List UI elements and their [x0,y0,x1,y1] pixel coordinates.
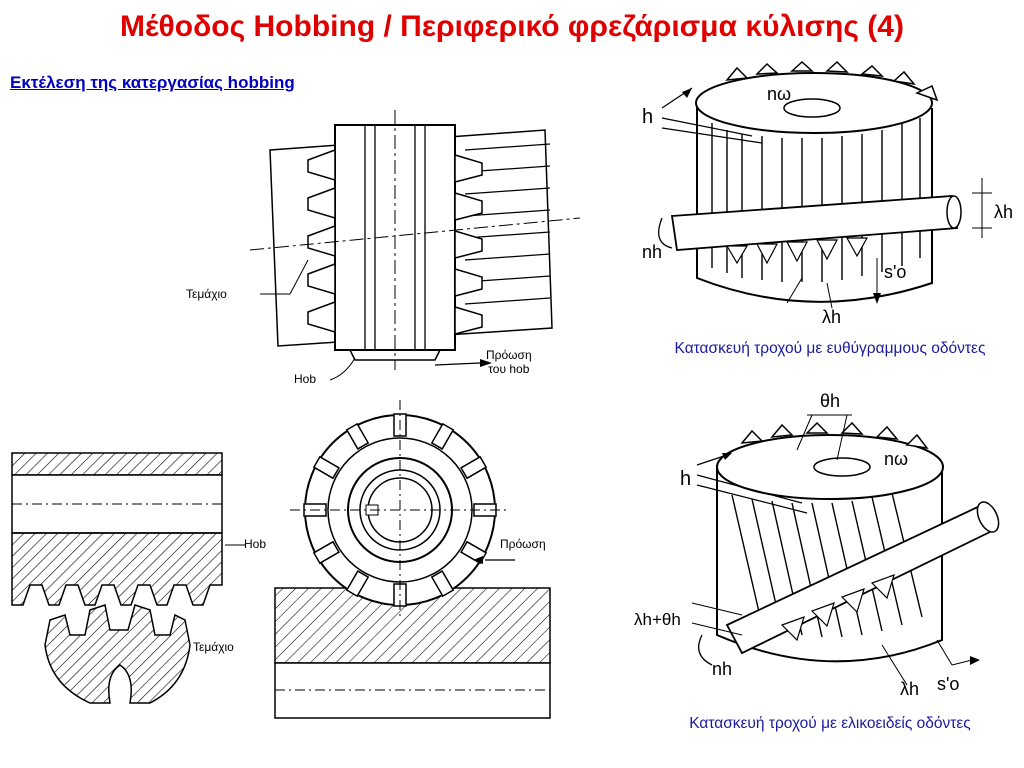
hob-workpiece-top-view [249,110,581,381]
sym-lambda-right-top: λh [994,202,1013,222]
label-hob-top: Hob [294,372,317,386]
sym-nh-top: nh [642,242,662,262]
slide-title: Μέθοδος Hobbing / Περιφερικό φρεζάρισμα … [120,10,904,43]
gear-tooth-notch [345,570,370,598]
slide-subtitle: Εκτέλεση της κατεργασίας hobbing [10,73,295,92]
gear-tooth-notch [312,540,340,565]
sym-n-omega-top: nω [767,84,791,104]
gear-tooth-notch [345,422,370,450]
label-feed-line1: Πρόωση [486,348,532,362]
label-workpiece-side: Τεμάχιο [193,640,234,654]
hob-disc-front-view [274,400,551,719]
sym-theta-h: θh [820,391,840,411]
label-feed-top: Πρόωση του hob [486,348,532,376]
label-hob-side: Hob [244,537,267,551]
gear-tooth-notch [312,455,340,480]
gear-tooth-notch [460,455,488,480]
sym-so-bottom: s'o [937,674,959,694]
sym-h-top: h [642,106,653,128]
sym-lambda-bottom-top: λh [822,307,841,327]
gear-tooth-notch [430,570,455,598]
sym-n-omega-bottom: nω [884,449,908,469]
sym-so-top: s'o [884,262,906,282]
sym-h-bottom: h [680,468,691,490]
label-feed-line2: του hob [488,362,530,376]
straight-gear-hobbing-diagram: nω h nh λh s'o λh [642,60,1013,327]
helical-gear-hobbing-diagram: θh nω h λh+θh nh λh s'o [634,391,1000,699]
sym-nh-bottom: nh [712,659,732,679]
caption-straight-gear: Κατασκευή τροχού με ευθύγραμμους οδόντες [674,340,986,357]
gear-tooth-notch [430,422,455,450]
label-workpiece-top: Τεμάχιο [186,287,227,301]
label-feed-side: Πρόωση [500,537,546,551]
sym-lambda-h-bottom: λh [900,679,919,699]
hob-section-side-view [11,452,245,704]
caption-helical-gear: Κατασκευή τροχού με ελικοειδείς οδόντες [689,715,971,732]
sym-lambda-theta: λh+θh [634,610,681,629]
